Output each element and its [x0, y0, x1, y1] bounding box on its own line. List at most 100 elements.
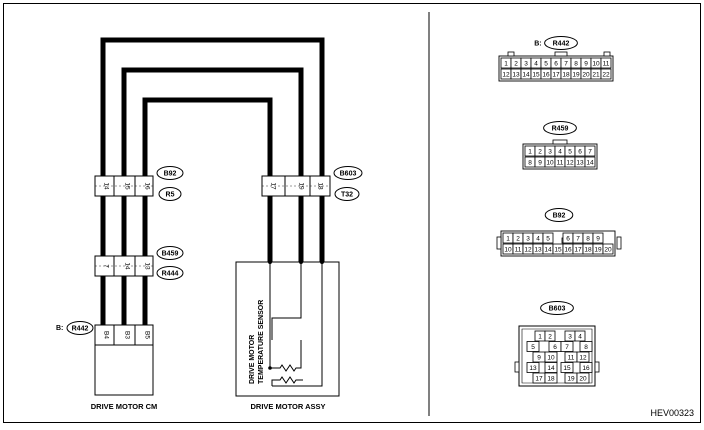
pin-cell: 10 — [546, 159, 554, 166]
svg-text:R442: R442 — [553, 41, 570, 48]
pin-b603-3: 18 — [316, 182, 323, 190]
label-r5: R5 — [158, 187, 182, 201]
pin-cell: 19 — [567, 375, 575, 382]
pin-cell: 22 — [602, 71, 610, 78]
pin-b92-1: 14 — [102, 182, 109, 190]
pin-cell: 15 — [563, 365, 571, 372]
pin-cell: 3 — [524, 60, 528, 67]
latch-b92 — [616, 236, 622, 250]
pin-cell: 4 — [536, 235, 540, 242]
pin-cell: 20 — [579, 375, 587, 382]
pin-cell: 10 — [592, 60, 600, 67]
pin-cell: 12 — [579, 354, 587, 361]
pin-cell: 9 — [596, 235, 600, 242]
pin-cell: 8 — [574, 60, 578, 67]
pin-b92-3: 16 — [143, 182, 150, 190]
svg-text:B459: B459 — [162, 251, 179, 258]
label-t32: T32 — [334, 187, 360, 201]
pin-b459-2: 14 — [123, 262, 130, 270]
pin-cell: 1 — [538, 333, 542, 340]
wire-c-upper — [142, 97, 273, 176]
pin-cell: 5 — [568, 148, 572, 155]
pin-r442-b4: B4 — [102, 331, 109, 339]
pin-cell: 13 — [512, 71, 520, 78]
pin-cell: 3 — [568, 333, 572, 340]
pin-cell: 11 — [557, 159, 564, 166]
latch-r442 — [554, 51, 568, 57]
pin-cell: 6 — [578, 148, 582, 155]
pin-cell: 4 — [534, 60, 538, 67]
pin-cell: 7 — [588, 148, 592, 155]
svg-text:B92: B92 — [553, 213, 566, 220]
pin-cell: 7 — [564, 60, 568, 67]
pin-cell: 18 — [547, 375, 555, 382]
pin-cell: 5 — [546, 235, 550, 242]
pin-cell: 11 — [515, 246, 522, 253]
svg-text:R444: R444 — [162, 271, 179, 278]
pin-cell: 8 — [528, 159, 532, 166]
pin-cell: 8 — [584, 344, 588, 351]
label-r442-left: B: R442 — [56, 321, 94, 335]
pin-cell: 21 — [592, 71, 600, 78]
housing-b603-inner — [521, 328, 593, 384]
pin-cell: 15 — [554, 246, 562, 253]
wires — [100, 37, 325, 325]
pin-cell: 16 — [582, 365, 590, 372]
label-r444: R444 — [156, 266, 184, 280]
sensor-label-1: DRIVE MOTOR — [249, 335, 256, 384]
svg-text:T32: T32 — [341, 192, 353, 199]
pin-cell: 20 — [582, 71, 590, 78]
pin-cell: 17 — [574, 246, 582, 253]
pin-cell: 12 — [566, 159, 574, 166]
pin-cell: 16 — [542, 71, 550, 78]
pin-cell: 14 — [547, 365, 555, 372]
figure-id: HEV00323 — [650, 408, 694, 418]
pin-b603-2: 19 — [297, 182, 304, 190]
svg-text:B:: B: — [56, 325, 63, 332]
pin-cell: 6 — [554, 60, 558, 67]
title-b92: B92 — [544, 208, 574, 222]
title-r459: R459 — [543, 121, 577, 135]
wire-b-upper — [121, 67, 304, 176]
pin-cell: 5 — [531, 344, 535, 351]
pin-cell: 13 — [576, 159, 584, 166]
pin-cell: 2 — [514, 60, 518, 67]
title-b603: B603 — [540, 301, 574, 315]
pin-cell: 9 — [584, 60, 588, 67]
pin-cell: 2 — [538, 148, 542, 155]
pin-cell: 10 — [504, 246, 512, 253]
pin-cell: 13 — [534, 246, 542, 253]
pin-cell: 14 — [586, 159, 594, 166]
pin-r442-b5: B5 — [143, 331, 150, 339]
pin-cell: 2 — [516, 235, 520, 242]
pin-cell: 12 — [502, 71, 510, 78]
label-b603: B603 — [333, 166, 363, 180]
pin-cell: 11 — [603, 60, 610, 67]
pin-cell: 1 — [506, 235, 510, 242]
pin-cell: 20 — [604, 246, 612, 253]
svg-text:R459: R459 — [552, 126, 569, 133]
latch-b603 — [594, 361, 600, 373]
pin-cell: 8 — [586, 235, 590, 242]
wire-a-upper — [100, 37, 325, 176]
svg-text:B603: B603 — [340, 171, 357, 178]
latch-r442 — [603, 51, 611, 57]
pin-b92-2: 15 — [123, 182, 130, 190]
pin-cell: 19 — [594, 246, 602, 253]
svg-text:R442: R442 — [72, 326, 89, 333]
pin-r442-b3: B3 — [123, 331, 130, 339]
outer-frame — [3, 3, 701, 423]
latch-b603 — [514, 361, 520, 373]
pin-cell: 17 — [535, 375, 543, 382]
pin-b459-3: 13 — [143, 262, 150, 270]
